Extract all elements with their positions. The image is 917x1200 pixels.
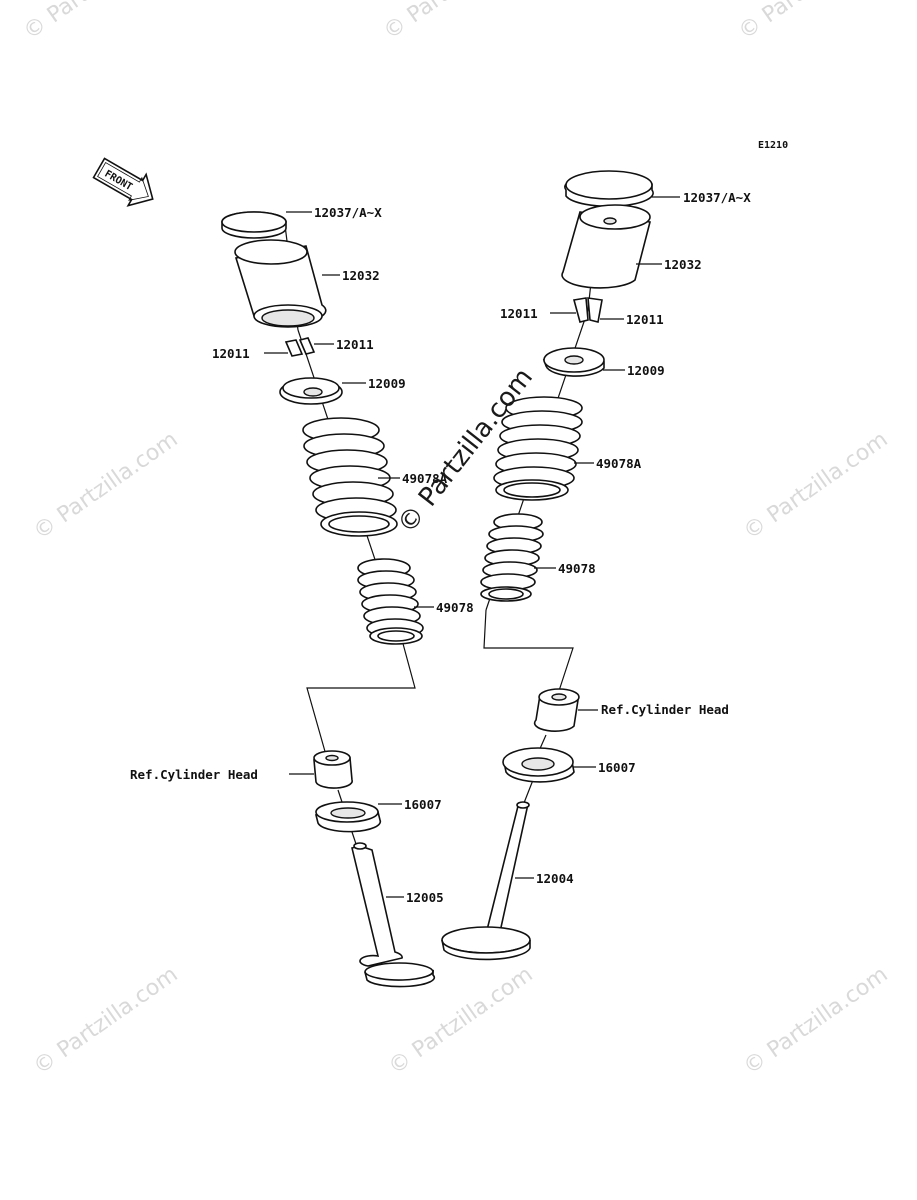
label-keeper-left-b: 12011 xyxy=(336,337,374,352)
label-valve-left: 12005 xyxy=(406,890,444,905)
label-seat-right: 16007 xyxy=(598,760,636,775)
shim-right xyxy=(564,170,654,208)
diagram-code: E1210 xyxy=(758,140,788,151)
label-inner-spring-right: 49078 xyxy=(558,561,596,576)
label-ref-head-right: Ref.Cylinder Head xyxy=(601,702,729,717)
inner-spring-left xyxy=(357,558,424,645)
valve-right xyxy=(441,801,531,961)
retainer-right xyxy=(542,347,605,377)
label-shim-left: 12037/A~X xyxy=(314,205,382,220)
valve-left xyxy=(351,842,436,988)
watermark: © Partzilla.com xyxy=(739,962,892,1080)
valve-guide-right xyxy=(533,688,580,732)
outer-spring-right xyxy=(493,396,583,501)
shim-left xyxy=(221,211,287,239)
label-inner-spring-left: 49078 xyxy=(436,600,474,615)
label-retainer-right: 12009 xyxy=(627,363,665,378)
seat-right xyxy=(502,747,575,783)
keepers-right xyxy=(572,297,603,323)
label-lifter-right: 12032 xyxy=(664,257,702,272)
seat-left xyxy=(314,801,382,833)
right-valve-assembly: 12037/A~X 12032 12011 12011 12009 49078A… xyxy=(441,170,751,961)
watermark: © Partzilla.com xyxy=(29,427,182,545)
label-outer-spring-left: 49078A xyxy=(402,471,448,486)
label-lifter-left: 12032 xyxy=(342,268,380,283)
label-shim-right: 12037/A~X xyxy=(683,190,751,205)
label-retainer-left: 12009 xyxy=(368,376,406,391)
keepers-left xyxy=(284,337,316,357)
retainer-left xyxy=(279,377,343,405)
label-keeper-right-a: 12011 xyxy=(500,306,538,321)
watermark: © Partzilla.com xyxy=(379,0,532,45)
watermark: © Partzilla.com xyxy=(19,0,172,45)
watermark: © Partzilla.com xyxy=(739,427,892,545)
label-keeper-right-b: 12011 xyxy=(626,312,664,327)
left-valve-assembly: 12037/A~X 12032 12011 12011 12009 49078A… xyxy=(130,205,474,988)
watermark: © Partzilla.com xyxy=(29,962,182,1080)
outer-spring-left xyxy=(302,417,398,537)
lifter-right xyxy=(561,204,651,289)
lifter-left xyxy=(234,239,327,328)
watermark: © Partzilla.com xyxy=(734,0,887,45)
inner-spring-right xyxy=(480,513,544,602)
label-valve-right: 12004 xyxy=(536,871,574,886)
label-outer-spring-right: 49078A xyxy=(596,456,642,471)
valve-guide-left xyxy=(313,750,353,789)
label-ref-head-left: Ref.Cylinder Head xyxy=(130,767,258,782)
label-seat-left: 16007 xyxy=(404,797,442,812)
label-keeper-left-a: 12011 xyxy=(212,346,250,361)
watermarks: © Partzilla.com © Partzilla.com © Partzi… xyxy=(19,0,892,1080)
front-arrow-icon: FRONT xyxy=(92,157,154,207)
